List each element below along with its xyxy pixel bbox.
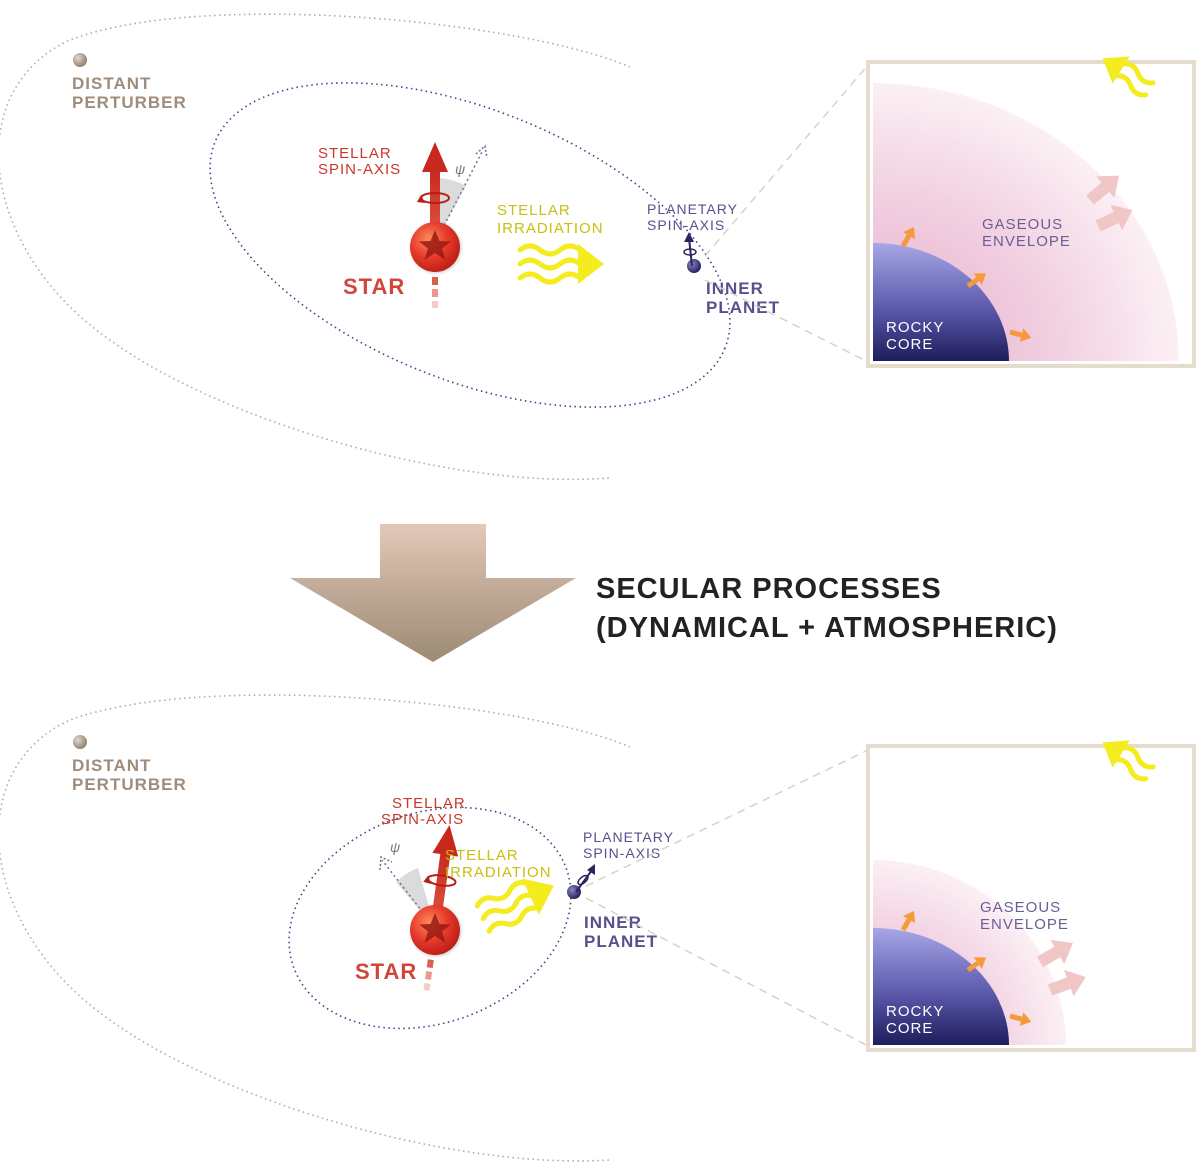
irradiation-label: STELLAR	[497, 202, 571, 219]
perturber-label-bottom-2: PERTURBER	[72, 775, 187, 794]
distant-perturber-body	[73, 53, 87, 67]
spin-stub-bottom-3	[423, 983, 431, 991]
star-label-bottom: STAR	[355, 959, 417, 984]
star-label: STAR	[343, 274, 405, 299]
spin-stub-2	[432, 289, 438, 297]
planet-rotation-icon-bottom	[577, 874, 589, 886]
psi-symbol: ψ	[455, 161, 466, 177]
tilted-axis-line	[434, 151, 483, 244]
perturber-orbit	[0, 13, 631, 481]
tilted-axis-line-bottom	[381, 859, 436, 929]
perturber-label-2: PERTURBER	[72, 93, 187, 112]
core-label-2: CORE	[886, 336, 933, 353]
psi-symbol-bottom: ψ	[390, 839, 401, 855]
inner-planet-body	[687, 259, 701, 273]
heat-arrow-icon-bottom	[900, 910, 1032, 1026]
perturber-label: DISTANT	[72, 74, 151, 93]
envelope-label-bottom: GASEOUS	[980, 899, 1061, 916]
core-label: ROCKY	[886, 319, 944, 336]
planet-spin-head-bottom	[587, 864, 595, 875]
rotation-arrowhead-icon	[417, 195, 425, 203]
core-label-bottom-2: CORE	[886, 1020, 933, 1037]
stellar-spin-label-bottom: STELLAR	[392, 795, 466, 812]
secular-subtitle: (DYNAMICAL + ATMOSPHERIC)	[596, 612, 1058, 644]
spin-stub-bottom-1	[426, 959, 434, 969]
envelope-label: GASEOUS	[982, 216, 1063, 233]
top-panel: DISTANT PERTURBER ψ STELLAR SPIN-AXIS ST…	[0, 13, 1196, 481]
planet-spin-axis-bottom	[575, 869, 593, 893]
planetary-spin-label: PLANETARY	[647, 201, 738, 217]
tilted-axis-head	[475, 144, 488, 159]
inner-orbit	[209, 82, 731, 408]
irradiation-arrow-icon	[517, 243, 583, 285]
planetary-spin-label-bottom: PLANETARY	[583, 829, 674, 845]
spin-stub-3	[432, 301, 438, 308]
star-icon-bottom	[419, 913, 451, 943]
stellar-spin-label-bottom-2: SPIN-AXIS	[381, 811, 464, 828]
inner-orbit-bottom	[288, 806, 572, 1030]
core-label-bottom: ROCKY	[886, 1003, 944, 1020]
spin-stub-1	[432, 277, 438, 285]
irradiation-arrowhead	[578, 244, 604, 284]
planetary-spin-label-2: SPIN-AXIS	[647, 217, 725, 233]
spin-stub-bottom-2	[425, 971, 433, 980]
zoom-line-upper-bottom	[585, 749, 869, 887]
escape-arrow-icon	[1086, 175, 1133, 232]
stellar-spin-label: STELLAR	[318, 145, 392, 162]
stellar-spin-label-2: SPIN-AXIS	[318, 161, 401, 178]
inset-irradiation-icon	[1102, 56, 1156, 98]
bottom-panel: DISTANT PERTURBER ψ STELLAR SPIN-AXIS ST…	[0, 694, 1196, 1162]
envelope-label-2: ENVELOPE	[982, 233, 1071, 250]
irradiation-arrow-icon-bottom	[474, 878, 554, 934]
zoom-line-upper	[704, 64, 869, 257]
planet-spin-axis	[688, 237, 693, 267]
inset-panel-bottom: GASEOUS ENVELOPE ROCKY CORE	[866, 740, 1196, 1052]
rotation-arrowhead-icon-bottom	[423, 875, 432, 885]
zoom-line-lower-bottom	[585, 897, 869, 1047]
zoom-line-lower	[704, 279, 869, 363]
stellar-spin-head	[422, 142, 448, 172]
inner-planet-label-2: PLANET	[706, 298, 780, 317]
tilted-axis-head-bottom	[379, 855, 393, 871]
irradiation-label-bottom: STELLAR	[445, 847, 519, 864]
irradiation-label-bottom-2: IRRADIATION	[445, 864, 552, 881]
envelope-label-bottom-2: ENVELOPE	[980, 916, 1069, 933]
escape-arrow-icon-bottom	[1037, 939, 1086, 997]
inset-irradiation-icon-bottom	[1102, 740, 1156, 782]
perturber-orbit-bottom	[0, 694, 631, 1162]
planetary-spin-label-bottom-2: SPIN-AXIS	[583, 845, 661, 861]
perturber-label-bottom: DISTANT	[72, 756, 151, 775]
stellar-spin-shaft	[430, 168, 440, 246]
inset-panel-top: GASEOUS ENVELOPE ROCKY CORE	[866, 56, 1196, 368]
stellar-spin-head-bottom	[432, 825, 459, 857]
star-icon	[419, 230, 451, 260]
planet-spin-head	[684, 232, 694, 242]
distant-perturber-body-bottom	[73, 735, 87, 749]
rocky-core	[873, 243, 1009, 361]
planet-rotation-icon	[683, 248, 697, 256]
secular-title: SECULAR PROCESSES	[596, 573, 942, 605]
secular-arrow-icon	[290, 524, 576, 662]
rocky-core-bottom	[873, 928, 1009, 1045]
inner-planet-label-bottom-2: PLANET	[584, 932, 658, 951]
heat-arrow-icon	[900, 226, 1032, 342]
transition: SECULAR PROCESSES (DYNAMICAL + ATMOSPHER…	[290, 524, 1058, 662]
inner-planet-label: INNER	[706, 279, 764, 298]
irradiation-label-2: IRRADIATION	[497, 220, 604, 237]
inner-planet-label-bottom: INNER	[584, 913, 642, 932]
